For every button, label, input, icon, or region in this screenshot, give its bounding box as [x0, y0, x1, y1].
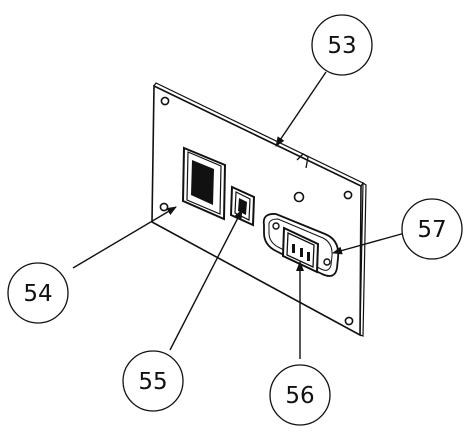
power-inlet [262, 213, 340, 277]
leader-53 [275, 71, 327, 147]
screw-hole-center [293, 191, 305, 203]
callout-56: 56 [269, 364, 331, 426]
callout-54: 54 [7, 262, 69, 324]
callout-55: 55 [122, 350, 184, 412]
callout-label-56: 56 [285, 383, 314, 409]
leader-54 [72, 206, 177, 269]
leader-lines [72, 71, 406, 359]
callout-label-57: 57 [417, 217, 446, 243]
rocker-switch [181, 146, 227, 221]
leader-57 [332, 232, 406, 255]
screw-hole-top-right [343, 190, 353, 200]
callout-53: 53 [311, 14, 373, 76]
callout-label-53: 53 [327, 33, 356, 59]
leader-55 [169, 209, 243, 351]
callout-57: 57 [401, 198, 463, 260]
mounting-plate [151, 82, 367, 337]
callout-label-54: 54 [23, 281, 52, 307]
callout-label-55: 55 [138, 369, 167, 395]
screw-hole-bottom-left [159, 202, 169, 212]
screw-holes [159, 96, 354, 326]
screw-hole-bottom-right [344, 316, 354, 326]
screw-hole-top-left [160, 96, 170, 106]
